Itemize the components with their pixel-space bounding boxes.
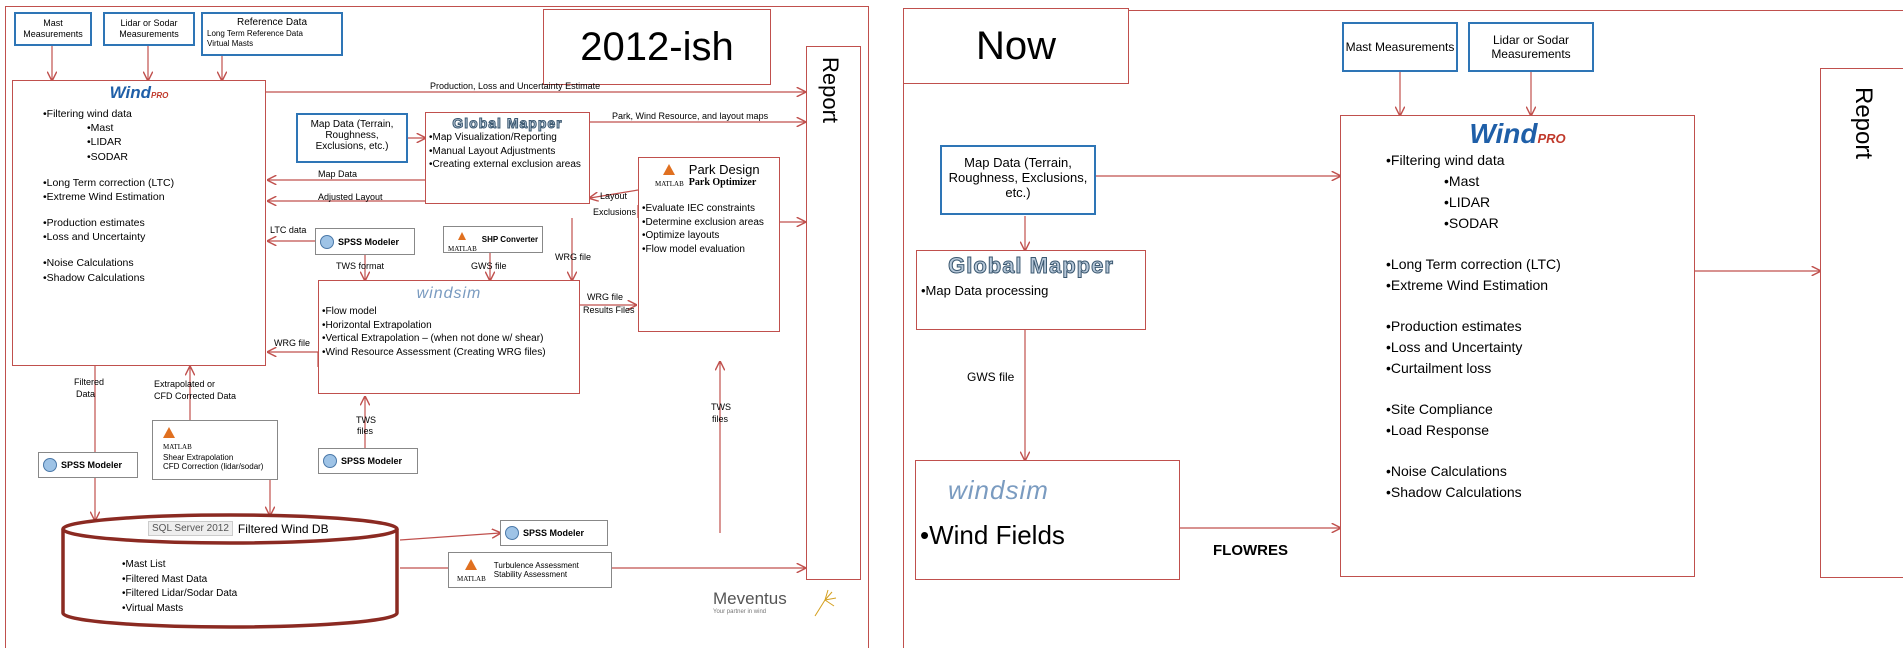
mast-measurements-box: Mast Measurements — [14, 12, 92, 46]
spss-modeler-box-2: SPSS Modeler — [38, 452, 138, 478]
sql-server-logo: SQL Server 2012 — [148, 521, 233, 536]
matlab-icon — [163, 427, 175, 438]
spss-modeler-box-4: SPSS Modeler — [500, 520, 608, 546]
windpro-logo: WindPRO — [109, 83, 169, 102]
label-tws-1: TWS — [356, 415, 376, 425]
label-files-2: files — [712, 414, 729, 424]
global-mapper-logo: Global Mapper — [452, 115, 563, 132]
windsim-logo: windsim — [416, 285, 482, 302]
right-report-label: Report — [1850, 87, 1877, 160]
turbulence-box: MATLAB Turbulence Assessment Stability A… — [448, 552, 612, 588]
label-extrapolated: Extrapolated or — [154, 379, 216, 389]
windpro-items-left: •Filtering wind data •Mast •LIDAR •SODAR… — [43, 108, 175, 284]
label-tws-2: TWS — [711, 402, 731, 412]
spss-icon — [320, 234, 334, 249]
left-title: 2012-ish — [580, 24, 734, 69]
matlab-icon — [663, 164, 676, 175]
reference-data-box: Reference Data Long Term Reference Data … — [201, 12, 343, 56]
label-adjusted-layout: Adjusted Layout — [318, 192, 383, 202]
left-title-box: 2012-ish — [543, 9, 771, 85]
windsim-box-right: windsim •Wind Fields — [915, 460, 1180, 580]
left-panel-frame — [5, 6, 869, 648]
park-optimizer-subtitle: Park Optimizer — [688, 177, 757, 188]
right-panel-frame — [903, 10, 1903, 648]
spss-modeler-box-1: SPSS Modeler — [315, 228, 415, 255]
right-title: Now — [975, 23, 1057, 68]
windpro-logo-right: WindPRO — [1469, 118, 1566, 149]
spss-icon — [43, 458, 57, 472]
global-mapper-logo-right: Global Mapper — [948, 253, 1114, 279]
label-gws-file: GWS file — [471, 261, 507, 271]
label-ltc-data: LTC data — [270, 225, 307, 235]
shear-extrapolation-box: MATLAB Shear Extrapolation CFD Correctio… — [152, 420, 278, 480]
global-mapper-box-right: Global Mapper •Map Data processing — [916, 250, 1146, 330]
lidar-sodar-box-right: Lidar or Sodar Measurements — [1468, 22, 1594, 72]
label-results-files: Results Files — [583, 305, 635, 315]
spss-icon — [505, 526, 519, 540]
label-cfd-corrected: CFD Corrected Data — [154, 391, 237, 401]
matlab-icon — [458, 231, 467, 240]
shp-converter-box: MATLAB SHP Converter — [443, 226, 543, 253]
wind-fields-item: •Wind Fields — [920, 520, 1065, 550]
spss-icon — [323, 454, 337, 468]
dandelion-icon — [814, 589, 837, 617]
map-data-box-left: Map Data (Terrain, Roughness, Exclusions… — [296, 113, 408, 163]
windpro-box-left: WindPRO •Filtering wind data •Mast •LIDA… — [12, 80, 266, 366]
windsim-box-left: windsim •Flow model •Horizontal Extrapol… — [318, 280, 580, 394]
label-layout: Layout — [600, 191, 628, 201]
right-report-box: Report — [1820, 68, 1903, 578]
db-title: Filtered Wind DB — [237, 521, 329, 536]
label-filtered: Filtered — [74, 377, 105, 387]
lidar-sodar-box: Lidar or Sodar Measurements — [103, 12, 195, 46]
label-wrg-file-3: WRG file — [274, 338, 310, 348]
windpro-items-right: •Filtering wind data •Mast •LIDAR •SODAR… — [1386, 152, 1561, 500]
windsim-logo-right: windsim — [948, 475, 1049, 505]
label-files-1: files — [357, 426, 374, 436]
filtered-wind-db-cylinder — [61, 513, 399, 629]
reference-data-title: Reference Data — [236, 17, 308, 28]
label-map-data: Map Data — [318, 169, 358, 179]
mast-measurements-box-right: Mast Measurements — [1342, 22, 1458, 72]
windpro-box-right: WindPRO •Filtering wind data •Mast •LIDA… — [1340, 115, 1695, 577]
right-title-box: Now — [903, 8, 1129, 84]
global-mapper-box-left: Global Mapper •Map Visualization/Reporti… — [425, 112, 590, 204]
label-tws-format: TWS format — [336, 261, 385, 271]
label-exclusions: Exclusions — [593, 207, 637, 217]
map-data-box-right: Map Data (Terrain, Roughness, Exclusions… — [940, 145, 1096, 215]
label-park-maps: Park, Wind Resource, and layout maps — [612, 111, 769, 121]
label-production-loss: Production, Loss and Uncertainty Estimat… — [430, 81, 601, 91]
label-wrg-file-2: WRG file — [587, 292, 623, 302]
db-items: •Mast List •Filtered Mast Data •Filtered… — [122, 559, 238, 614]
label-flowres: FLOWRES — [1213, 542, 1288, 559]
meventus-logo: Meventus Your partner in wind — [713, 589, 787, 615]
left-report-label: Report — [818, 57, 843, 124]
park-design-title: Park Design — [688, 162, 760, 177]
park-design-box: MATLAB Park Design Park Optimizer •Evalu… — [638, 157, 780, 332]
spss-modeler-box-3: SPSS Modeler — [318, 448, 418, 474]
label-wrg-file-1: WRG file — [555, 252, 591, 262]
label-data: Data — [76, 389, 96, 399]
label-gws-file-right: GWS file — [967, 370, 1015, 384]
matlab-icon — [465, 559, 478, 570]
db-header: SQL Server 2012 Filtered Wind DB — [148, 521, 329, 536]
left-report-box: Report — [806, 46, 861, 580]
